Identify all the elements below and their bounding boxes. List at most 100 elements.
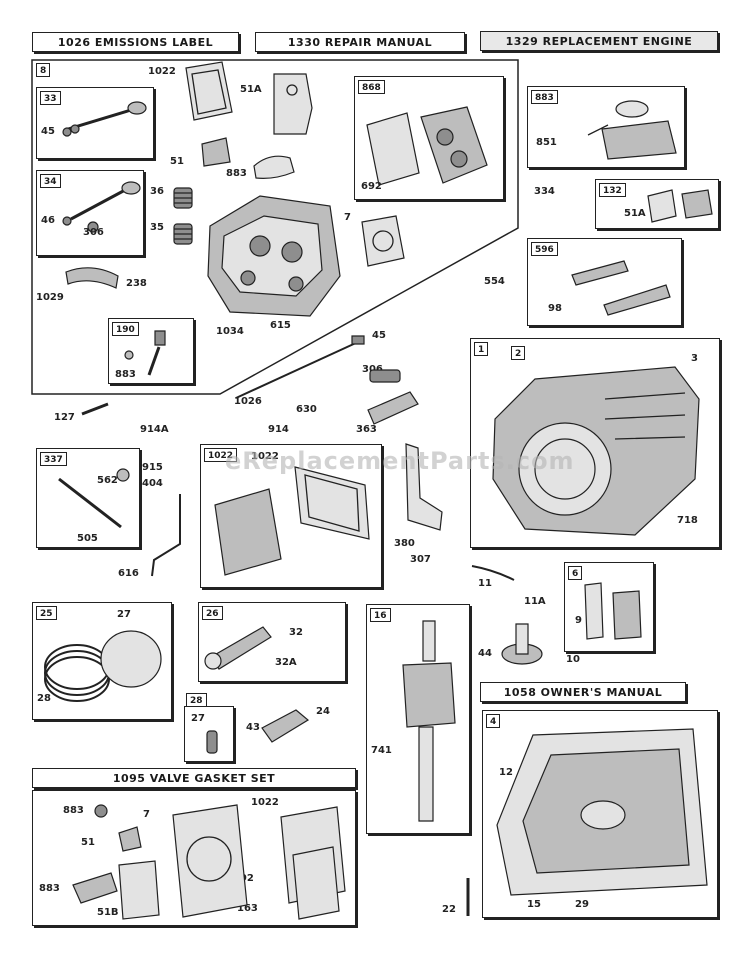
label-363: 363 [356, 424, 377, 435]
dipper-icon [256, 700, 316, 750]
label-334: 334 [534, 186, 555, 197]
label-1026: 1026 [234, 396, 262, 407]
valve-exhaust-icon [45, 98, 153, 156]
group-26-tag: 26 [202, 606, 223, 620]
group-34-box[interactable]: 34 46 306 [36, 170, 144, 256]
breather-cover-icon [266, 68, 318, 140]
label-45: 45 [41, 126, 55, 137]
piston-pin-icon [203, 727, 223, 759]
rocker-cover-icon [209, 459, 379, 583]
label-883-sub: 883 [115, 369, 136, 380]
breather-assembly-icon [568, 95, 682, 165]
group-868-box[interactable]: 868 692 [354, 76, 504, 200]
connecting-rod-icon [203, 617, 293, 677]
label-883-c: 883 [39, 883, 60, 894]
group-28-tag[interactable]: 28 [186, 693, 207, 707]
push-rod-icon [232, 336, 372, 406]
group-2-tag: 2 [511, 346, 526, 360]
group-883-tag: 883 [531, 90, 558, 104]
label-380: 380 [394, 538, 415, 549]
group-33-tag: 33 [40, 91, 61, 105]
label-306: 306 [83, 227, 104, 238]
breather-tube-icon [250, 150, 298, 184]
label-1022-c: 1022 [251, 797, 279, 808]
repair-manual-header[interactable]: 1330 REPAIR MANUAL [255, 32, 465, 52]
label-914: 914 [268, 424, 289, 435]
bracket-icon [396, 438, 448, 538]
group-28-box[interactable]: 27 [184, 706, 234, 762]
group-1022-box[interactable]: 1022 1022 [200, 444, 382, 588]
label-32a: 32A [275, 657, 297, 668]
group-1-box[interactable]: 1 2 3 718 [470, 338, 720, 548]
label-851: 851 [536, 137, 557, 148]
group-190-box[interactable]: 190 883 [108, 318, 194, 384]
group-883-box[interactable]: 883 851 [527, 86, 685, 168]
replacement-engine-header[interactable]: 1329 REPLACEMENT ENGINE [480, 31, 718, 51]
spark-plug-icon [119, 325, 193, 381]
label-505: 505 [77, 533, 98, 544]
label-51b: 51B [97, 907, 119, 918]
emissions-label-header[interactable]: 1026 EMISSIONS LABEL [32, 32, 239, 52]
group-6-box[interactable]: 6 9 [564, 562, 654, 652]
valve-spring-icon [356, 362, 416, 402]
label-9: 9 [575, 615, 582, 626]
label-12: 12 [499, 767, 513, 778]
label-562: 562 [97, 475, 118, 486]
group-16-tag: 16 [370, 608, 391, 622]
group-6-tag: 6 [568, 566, 583, 580]
label-915: 915 [142, 462, 163, 473]
group-34-tag: 34 [40, 174, 61, 188]
label-630: 630 [296, 404, 317, 415]
dipstick-tube-icon [45, 465, 139, 545]
link-rod-icon [468, 560, 518, 584]
label-51: 51 [170, 156, 184, 167]
intake-gasket-icon [356, 212, 410, 272]
owners-manual-header[interactable]: 1058 OWNER'S MANUAL [480, 682, 686, 702]
label-27-b: 27 [191, 713, 205, 724]
group-596-box[interactable]: 596 98 [527, 238, 682, 326]
valve-gasket-set-header[interactable]: 1095 VALVE GASKET SET [32, 768, 356, 788]
breather-gasket-icon [579, 577, 651, 649]
sump-icon [493, 725, 713, 905]
label-22: 22 [442, 904, 456, 915]
group-25-tag: 25 [36, 606, 57, 620]
label-29: 29 [575, 899, 589, 910]
gasket-set-icon [37, 795, 353, 923]
breather-plate-icon [196, 134, 236, 170]
label-32: 32 [289, 627, 303, 638]
group-8-tag[interactable]: 8 [36, 63, 51, 77]
piston-rings-icon [39, 615, 169, 715]
group-190-tag: 190 [112, 322, 139, 336]
label-11: 11 [478, 578, 492, 589]
group-132-box[interactable]: 132 51A [595, 179, 719, 229]
group-26-box[interactable]: 26 32 32A [198, 602, 346, 682]
label-554: 554 [484, 276, 505, 287]
guide-plate-icon [364, 388, 422, 428]
label-3: 3 [691, 353, 698, 364]
label-15: 15 [527, 899, 541, 910]
label-404: 404 [142, 478, 163, 489]
group-8-outline [30, 58, 522, 398]
label-883-b: 883 [63, 805, 84, 816]
group-16-box[interactable]: 16 741 [366, 604, 470, 834]
spring-icon-2 [168, 220, 198, 248]
label-616: 616 [118, 568, 139, 579]
label-51a: 51A [240, 84, 262, 95]
valve-gasket-set-box[interactable]: 883 51 7 1022 883 692 51B 163 [32, 790, 356, 926]
label-36: 36 [150, 186, 164, 197]
label-914a: 914A [140, 424, 169, 435]
label-27: 27 [117, 609, 131, 620]
label-1029: 1029 [36, 292, 64, 303]
bolt-icon [78, 398, 114, 420]
label-883: 883 [226, 168, 247, 179]
group-337-box[interactable]: 337 562 505 [36, 448, 140, 548]
gasket-pair-icon [642, 184, 716, 226]
group-1022-tag: 1022 [204, 448, 238, 462]
group-25-box[interactable]: 25 27 28 [32, 602, 172, 720]
label-741: 741 [371, 745, 392, 756]
group-4-box[interactable]: 4 12 15 29 [482, 710, 718, 918]
group-33-box[interactable]: 33 45 [36, 87, 154, 159]
label-51a-b: 51A [624, 208, 646, 219]
intake-manifold-icon [359, 103, 499, 195]
label-238: 238 [126, 278, 147, 289]
